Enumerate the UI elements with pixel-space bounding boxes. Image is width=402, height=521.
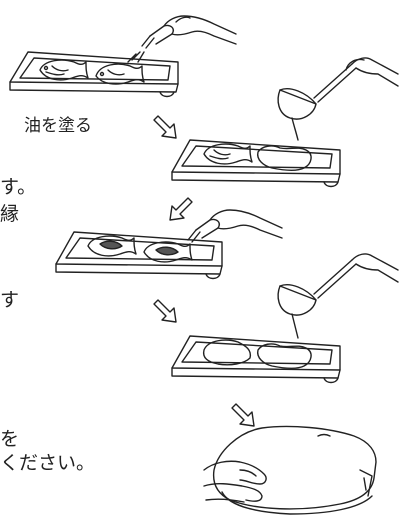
step3-plate bbox=[55, 231, 223, 280]
step1-plate bbox=[9, 51, 179, 98]
step4-ladle-hand-icon bbox=[277, 253, 399, 339]
step-arrow-2-icon bbox=[169, 197, 193, 221]
text-fragment-2: 縁 bbox=[0, 203, 20, 225]
text-fragment-3: す bbox=[0, 289, 20, 311]
oil-caption: 油を塗る bbox=[24, 116, 92, 136]
step5-hand-icon bbox=[203, 460, 267, 503]
step2-batter-icon bbox=[257, 145, 312, 171]
step-arrow-4-icon bbox=[231, 403, 255, 427]
step3-fish-right-icon bbox=[143, 241, 193, 263]
text-fragment-1: す。 bbox=[0, 176, 37, 198]
step2-ladle-hand-icon bbox=[277, 57, 399, 141]
step2-fish-icon bbox=[203, 143, 253, 165]
step4-batter-left-icon bbox=[202, 339, 252, 366]
text-fragment-5: ください。 bbox=[0, 452, 96, 474]
step-arrow-1-icon bbox=[153, 115, 177, 139]
step3-fish-left-icon bbox=[87, 235, 137, 257]
step3-brush-hand-icon bbox=[187, 209, 283, 243]
step2-plate bbox=[171, 139, 341, 188]
step4-plate bbox=[171, 335, 341, 384]
text-fragment-4: を bbox=[0, 428, 20, 450]
step1-fish-right-icon bbox=[95, 63, 145, 85]
step-arrow-3-icon bbox=[153, 299, 177, 323]
step1-brush-hand-icon bbox=[127, 15, 237, 63]
step4-batter-right-icon bbox=[257, 343, 312, 369]
step1-fish-left-icon bbox=[39, 59, 89, 81]
